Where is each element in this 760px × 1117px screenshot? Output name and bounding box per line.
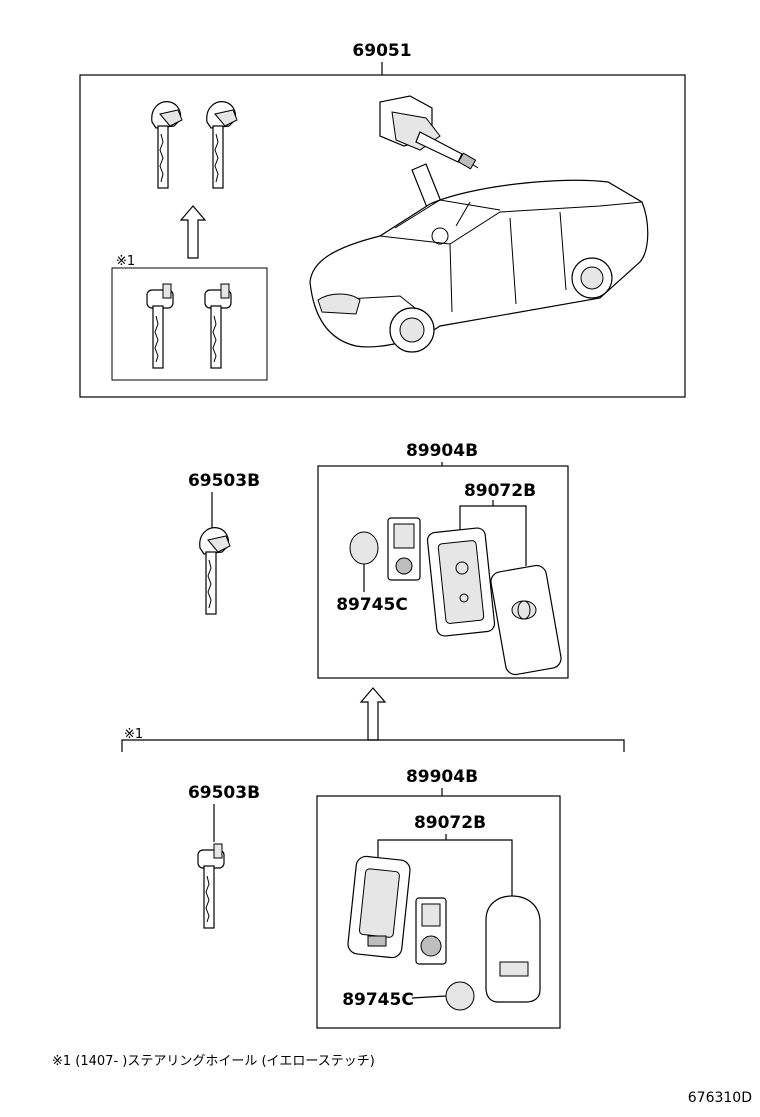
smart-key-fob-icon [347,855,411,959]
battery-part-number: 89745C [336,595,408,615]
up-arrow-icon [180,205,206,259]
note-marker: ※1 [124,727,143,742]
battery-part-number: 89745C [342,990,414,1010]
mechanical-key-icon [197,843,225,929]
remote-box-lower [316,795,561,1029]
coin-battery-icon [445,981,475,1011]
circuit-board-icon [415,897,447,965]
case-bracket [377,839,513,898]
battery-leader-line [411,995,447,999]
assembly-part-number: 69051 [352,41,411,61]
circuit-board-icon [387,517,421,581]
variant-bracket [121,739,625,752]
remote-part-number: 89904B [406,767,478,787]
key-part-number: 69503B [188,783,260,803]
footnote: ※1 (1407- )ステアリングホイール (イエローステッチ) [52,1054,375,1069]
mechanical-key-icon [199,527,231,615]
remote-box-upper [317,465,569,679]
mechanical-key-icon [151,101,183,189]
coin-battery-icon [349,531,379,565]
mechanical-key-icon [206,101,238,189]
remote-part-number: 89904B [406,441,478,461]
note-marker: ※1 [116,254,135,269]
smart-key-fob-icon [426,527,496,637]
case-part-number: 89072B [464,481,536,501]
smart-key-fob-icon [490,564,562,676]
smart-key-fob-icon [485,895,541,1003]
key-part-number: 69503B [188,471,260,491]
variant-key-box [111,267,268,381]
diagram-reference: 676310D [688,1090,752,1106]
up-arrow-icon [360,687,386,741]
case-part-number: 89072B [414,813,486,833]
car-illustration-icon [309,179,649,353]
mechanical-key-icon [204,283,232,369]
assembly-box [79,74,686,398]
mechanical-key-icon [146,283,174,369]
